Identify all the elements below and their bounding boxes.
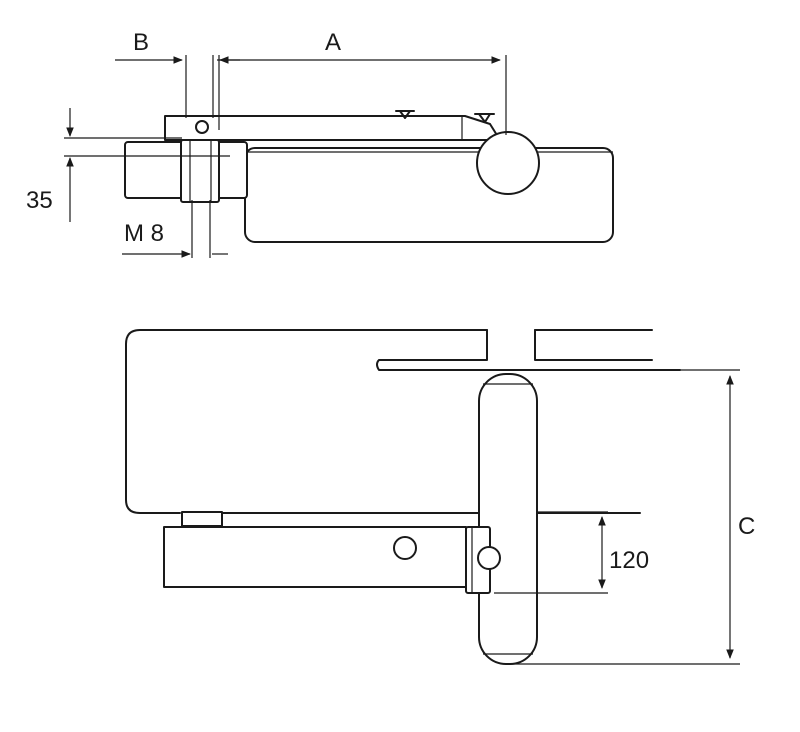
- side-view: B A 35 M 8: [26, 29, 614, 258]
- side-knob-2: [474, 113, 495, 123]
- side-tray-body: [244, 147, 614, 243]
- side-arm: [164, 115, 501, 141]
- plan-arm-knob: [393, 536, 417, 560]
- label-b: B: [133, 29, 149, 56]
- plan-foot: [181, 511, 223, 527]
- label-c: C: [738, 513, 755, 540]
- plan-view: 120 C: [125, 329, 755, 665]
- plan-tray-lip-left: [376, 329, 681, 371]
- side-clamp-block: [180, 139, 220, 203]
- label-thread: M 8: [124, 220, 164, 247]
- label-a: A: [325, 29, 341, 56]
- plan-arm-bar: [163, 526, 467, 588]
- label-120: 120: [609, 547, 649, 574]
- side-roller: [476, 131, 540, 195]
- plan-tray-body: [125, 329, 488, 514]
- plan-roller-tube: [478, 373, 538, 665]
- plan-clamp-bolt: [477, 546, 501, 570]
- side-knob-1: [395, 110, 415, 119]
- side-bolt-head: [195, 120, 209, 134]
- plan-tray-lip-right: [534, 329, 653, 361]
- label-35: 35: [26, 187, 53, 214]
